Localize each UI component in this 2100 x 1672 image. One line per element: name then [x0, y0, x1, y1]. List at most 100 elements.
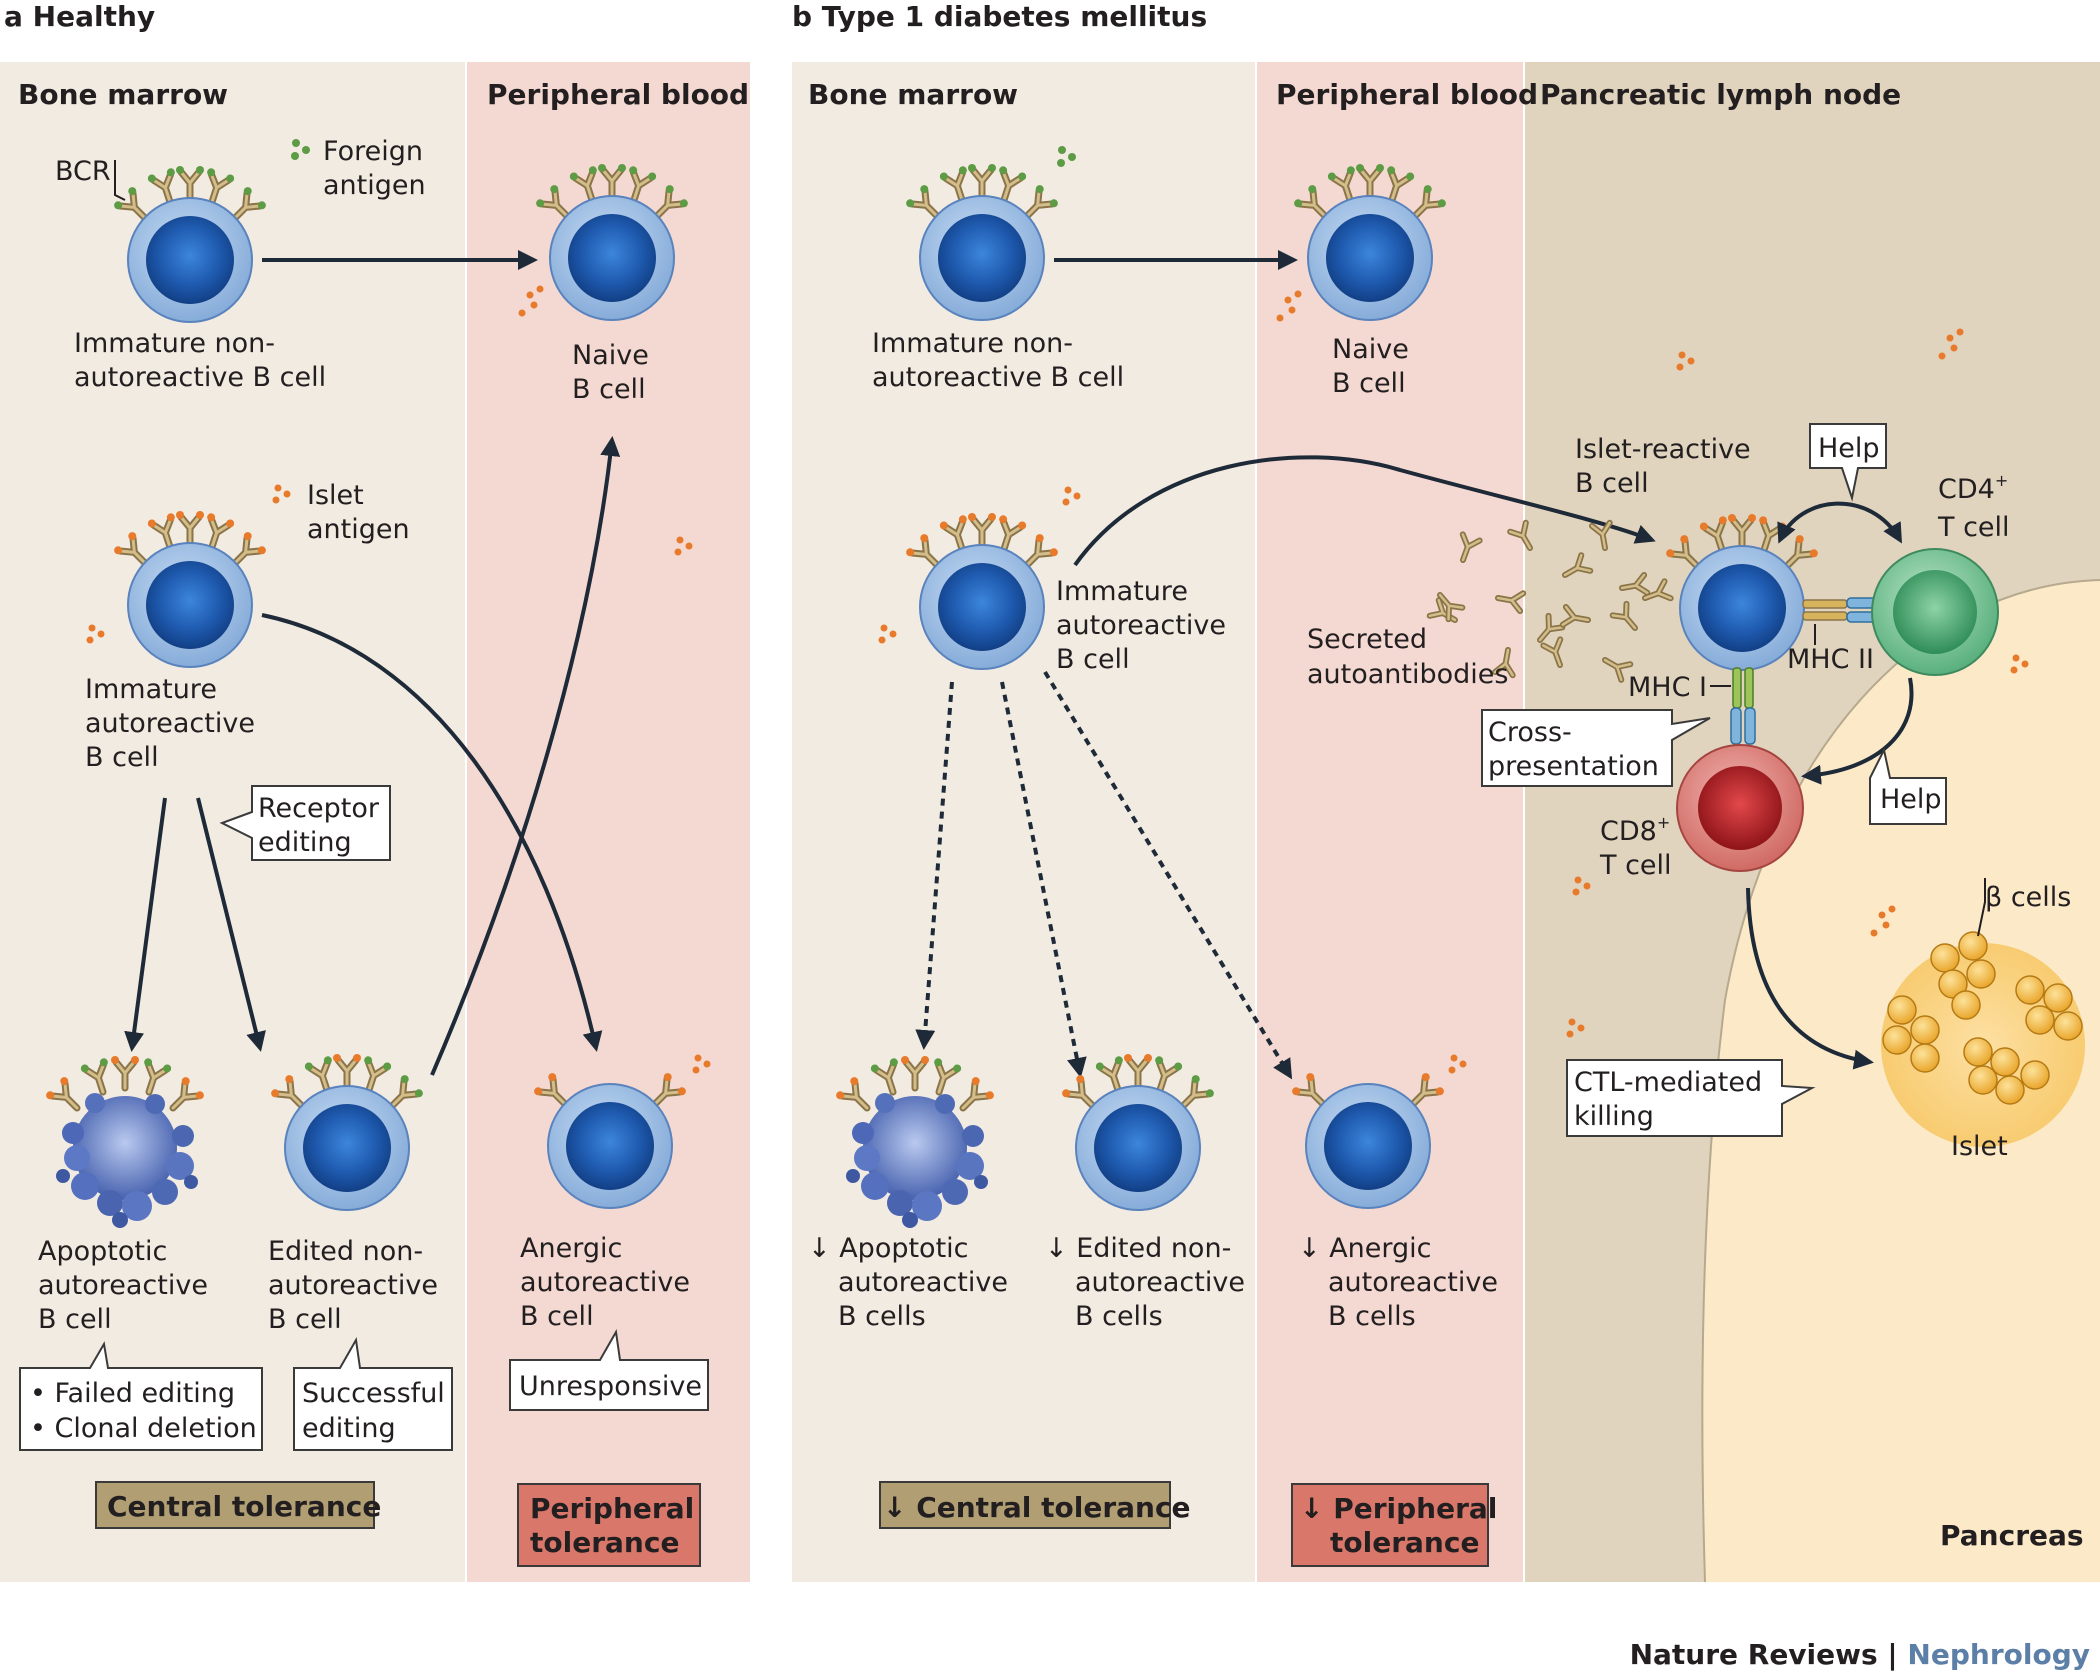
- failed-editing-label: • Failed editing: [30, 1378, 235, 1409]
- help-bottom-arrow: [1801, 677, 1914, 785]
- a-immature-nonauto-label-2: autoreactive B cell: [74, 362, 326, 393]
- b-dashed-to-apoptotic: [915, 681, 954, 1050]
- a-arrow-to-apoptotic: [124, 797, 167, 1052]
- help-bottom-label: Help: [1880, 784, 1942, 815]
- bcr-label: BCR: [55, 156, 111, 187]
- successful-editing-label-2: editing: [302, 1413, 396, 1444]
- islet-icon: [1881, 931, 2085, 1147]
- islet-label: Islet: [1951, 1131, 2008, 1162]
- b-central-tolerance-box: [879, 1481, 1171, 1529]
- help-top-callout: [1809, 423, 1887, 502]
- b-peripheral-tolerance-box: [1291, 1483, 1489, 1567]
- b-apoptotic-label-2: autoreactive: [838, 1267, 1008, 1298]
- cross-presentation-label-2: presentation: [1488, 751, 1659, 782]
- b-edited-label-3: B cells: [1075, 1301, 1163, 1332]
- beta-cells-label: β cells: [1985, 882, 2071, 913]
- help-top-label: Help: [1818, 433, 1880, 464]
- b-immature-auto-label-3: B cell: [1056, 644, 1130, 675]
- help-top-arrow: [1777, 501, 1903, 544]
- unresponsive-label: Unresponsive: [519, 1371, 702, 1402]
- b-zone-lymph-node: Pancreatic lymph node: [1540, 78, 1901, 111]
- a-edited-label-3: B cell: [268, 1304, 342, 1335]
- a-peripheral-tolerance-label-1: Peripheral: [530, 1492, 694, 1525]
- b-edited-label-1: ↓ Edited non-: [1045, 1233, 1231, 1264]
- b-naive-label-1: Naive: [1332, 334, 1409, 365]
- mhc-i-label: MHC I: [1628, 672, 1707, 703]
- ctl-killing-label-1: CTL-mediated: [1574, 1067, 1762, 1098]
- b-peripheral-tolerance-label-2: tolerance: [1330, 1526, 1479, 1559]
- unresponsive-callout: [509, 1328, 709, 1411]
- cross-presentation-callout: [1481, 709, 1711, 787]
- cd4-label-2: T cell: [1937, 512, 2010, 543]
- help-bottom-callout: [1869, 747, 1947, 825]
- a-apoptotic-label-1: Apoptotic: [38, 1236, 167, 1267]
- panel-a-title: a Healthy: [4, 0, 155, 33]
- b-immature-nonauto-label-2: autoreactive B cell: [872, 362, 1124, 393]
- a-naive-label-1: Naive: [572, 340, 649, 371]
- islet-reactive-label-2: B cell: [1575, 468, 1649, 499]
- islet-antigen-label-2: antigen: [307, 514, 410, 545]
- b-immature-nonauto-label-1: Immature non-: [872, 328, 1073, 359]
- a-peripheral-tolerance-label-2: tolerance: [530, 1526, 679, 1559]
- mhc-i-tcr-complex: [1730, 667, 1756, 745]
- successful-editing-label-1: Successful: [302, 1378, 445, 1409]
- a-central-tolerance-box: [95, 1481, 375, 1529]
- pancreas-label: Pancreas: [1940, 1519, 2084, 1552]
- a-edited-label-2: autoreactive: [268, 1270, 438, 1301]
- ctl-killing-callout: [1566, 1059, 1816, 1137]
- a-anergic-label-1: Anergic: [520, 1233, 622, 1264]
- receptor-editing-callout: [219, 785, 391, 861]
- cd4-t-cell: [1871, 548, 1999, 676]
- a-immature-auto-label-3: B cell: [85, 742, 159, 773]
- receptor-editing-label-1: Receptor: [258, 793, 380, 824]
- a-naive-label-2: B cell: [572, 374, 646, 405]
- a-central-tolerance-label: Central tolerance: [107, 1490, 381, 1523]
- b-dashed-to-anergic: [1043, 670, 1293, 1080]
- cd8-label-1: CD8+: [1600, 813, 1670, 847]
- a-arrow-to-anergic: [261, 613, 603, 1052]
- mhc-ii-label: MHC II: [1787, 644, 1874, 675]
- cd4-label-1: CD4+: [1938, 471, 2008, 505]
- b-anergic-label-1: ↓ Anergic: [1298, 1233, 1432, 1264]
- b-arrow-to-islet-reactive: [1073, 455, 1656, 567]
- a-apoptotic-label-3: B cell: [38, 1304, 112, 1335]
- a-immature-nonauto-label-1: Immature non-: [74, 328, 275, 359]
- a-arrow-edited-to-naive: [430, 436, 621, 1076]
- b-apoptotic-label-3: B cells: [838, 1301, 926, 1332]
- b-anergic-label-3: B cells: [1328, 1301, 1416, 1332]
- cd8-t-cell: [1676, 744, 1804, 872]
- a-anergic-label-2: autoreactive: [520, 1267, 690, 1298]
- b-peripheral-tolerance-label-1: ↓ Peripheral: [1300, 1492, 1497, 1525]
- a-immature-auto-label-2: autoreactive: [85, 708, 255, 739]
- b-immature-auto-label-1: Immature: [1056, 576, 1188, 607]
- b-immature-auto-label-2: autoreactive: [1056, 610, 1226, 641]
- b-central-tolerance-label: ↓ Central tolerance: [883, 1491, 1191, 1524]
- islet-reactive-label-1: Islet-reactive: [1575, 434, 1751, 465]
- ctl-killing-label-2: killing: [1574, 1101, 1654, 1132]
- cross-presentation-label-1: Cross-: [1488, 717, 1572, 748]
- clonal-deletion-label: • Clonal deletion: [30, 1413, 257, 1444]
- b-anergic-label-2: autoreactive: [1328, 1267, 1498, 1298]
- b-dashed-to-edited: [1000, 681, 1087, 1078]
- b-apoptotic-label-1: ↓ Apoptotic: [808, 1233, 969, 1264]
- journal-footer: Nature Reviews | Nephrology: [1630, 1638, 2090, 1671]
- a-zone-bone-marrow: Bone marrow: [18, 78, 228, 111]
- failed-editing-callout: [19, 1341, 263, 1451]
- cd8-label-2: T cell: [1599, 850, 1672, 881]
- islet-antigen-label-1: Islet: [307, 480, 364, 511]
- b-edited-label-2: autoreactive: [1075, 1267, 1245, 1298]
- a-arrow-to-edited: [196, 797, 266, 1052]
- secreted-autoantibodies-label-2: autoantibodies: [1307, 659, 1509, 690]
- a-edited-label-1: Edited non-: [268, 1236, 423, 1267]
- a-peripheral-tolerance-box: [517, 1483, 701, 1567]
- receptor-editing-label-2: editing: [258, 827, 352, 858]
- a-immature-auto-label-1: Immature: [85, 674, 217, 705]
- ctl-arrow: [1746, 887, 1874, 1070]
- panel-b-bone-marrow-zone: [792, 62, 1256, 1582]
- b-zone-peripheral-blood: Peripheral blood: [1276, 78, 1538, 111]
- b-naive-label-2: B cell: [1332, 368, 1406, 399]
- panel-b-title: b Type 1 diabetes mellitus: [792, 0, 1207, 33]
- a-anergic-label-3: B cell: [520, 1301, 594, 1332]
- secreted-autoantibodies-label-1: Secreted: [1307, 624, 1427, 655]
